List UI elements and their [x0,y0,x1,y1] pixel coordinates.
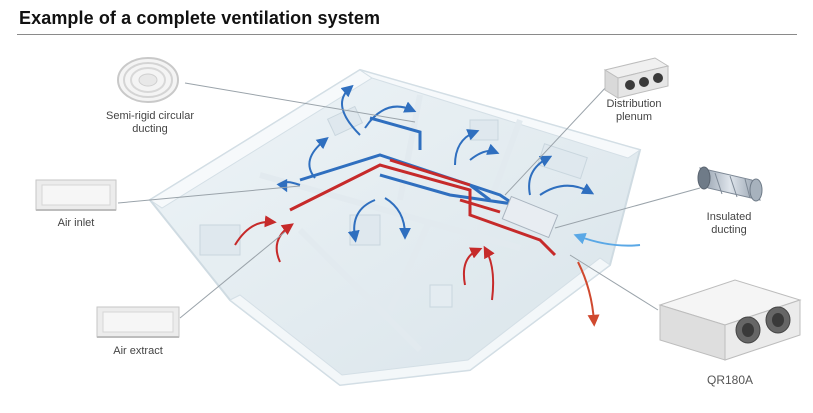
fresh-air-arrow [573,232,641,247]
label-distribution-plenum: Distribution plenum [606,98,662,123]
distribution-plenum-image [603,57,670,99]
title-divider [17,34,797,35]
qr180a-unit-image [658,279,802,361]
unit-on-plan [501,195,559,239]
semi-rigid-ducting-image [117,57,179,103]
label-semi-rigid-ducting: Semi-rigid circular ducting [105,110,195,135]
exhaust-air-arrow [577,261,600,327]
air-extract-image [96,306,180,338]
supply-airflow-arrows [276,84,595,243]
air-inlet-image [35,179,117,211]
insulated-ducting-image [697,166,763,202]
label-air-extract: Air extract [113,345,163,357]
extract-airflow-arrows [234,215,495,301]
label-insulated-ducting: Insulated ducting [706,211,752,236]
label-air-inlet: Air inlet [57,217,95,229]
extract-ducting [289,158,557,257]
page-title: Example of a complete ventilation system [19,8,381,28]
leader-lines [117,82,701,319]
house-floorplan [148,68,642,387]
label-qr180a: QR180A [706,373,754,387]
